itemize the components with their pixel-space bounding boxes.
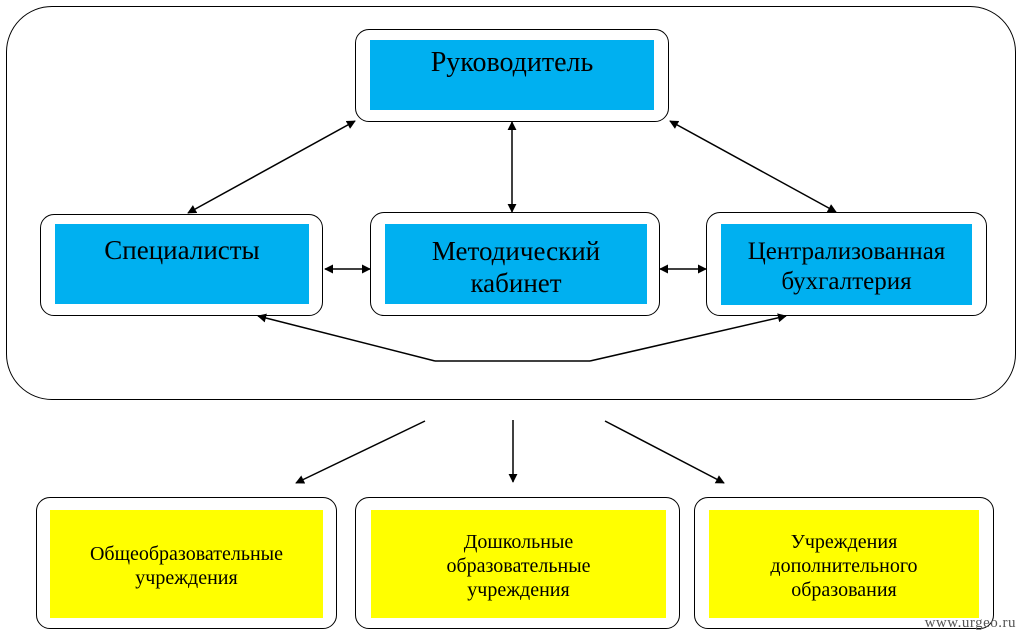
additional-education-label-line3: образования <box>791 579 897 601</box>
additional-education-label-line2: дополнительного <box>770 555 918 577</box>
methodical-office-label-line1: Методический <box>431 235 601 266</box>
general-schools-label-line1: Общеобразовательные <box>89 543 283 565</box>
head-node-label: Руководитель <box>430 47 594 78</box>
additional-education-node-fill: Учреждения дополнительного образования <box>709 510 979 618</box>
additional-education-label-line1: Учреждения <box>790 531 898 553</box>
arrow-head-specialists <box>187 120 356 214</box>
arrow-head-accounting <box>669 120 837 213</box>
specialists-node: Специалисты <box>40 214 323 316</box>
management-group-frame <box>6 6 1016 400</box>
watermark: www.urgeo.ru <box>924 615 1016 631</box>
accounting-label-line1: Централизованная <box>747 237 946 265</box>
preschool-label-line3: учреждения <box>467 579 570 601</box>
specialists-node-fill: Специалисты <box>55 224 309 304</box>
accounting-label-line2: бухгалтерия <box>781 267 912 295</box>
accounting-node-fill: Централизованная бухгалтерия <box>721 224 972 305</box>
preschool-label-line1: Дошкольные <box>463 531 574 553</box>
preschool-node: Дошкольные образовательные учреждения <box>355 497 680 629</box>
methodical-office-node: Методический кабинет <box>370 212 660 316</box>
arrow-to-general-schools <box>295 420 426 484</box>
accounting-node: Централизованная бухгалтерия <box>706 212 987 316</box>
general-schools-label-line2: учреждения <box>135 567 238 589</box>
arrow-to-additional-education <box>604 420 725 484</box>
head-node-fill: Руководитель <box>370 40 654 110</box>
bracket-left-arm <box>257 313 436 362</box>
preschool-label-line2: образовательные <box>446 555 591 577</box>
general-schools-node-fill: Общеобразовательные учреждения <box>50 510 323 618</box>
methodical-office-node-fill: Методический кабинет <box>385 224 647 304</box>
methodical-office-label-line2: кабинет <box>470 268 562 298</box>
preschool-node-fill: Дошкольные образовательные учреждения <box>371 510 666 618</box>
specialists-node-label: Специалисты <box>104 235 260 265</box>
bracket-right-arm <box>589 313 787 362</box>
additional-education-node: Учреждения дополнительного образования <box>694 497 994 629</box>
general-schools-node: Общеобразовательные учреждения <box>36 497 337 629</box>
